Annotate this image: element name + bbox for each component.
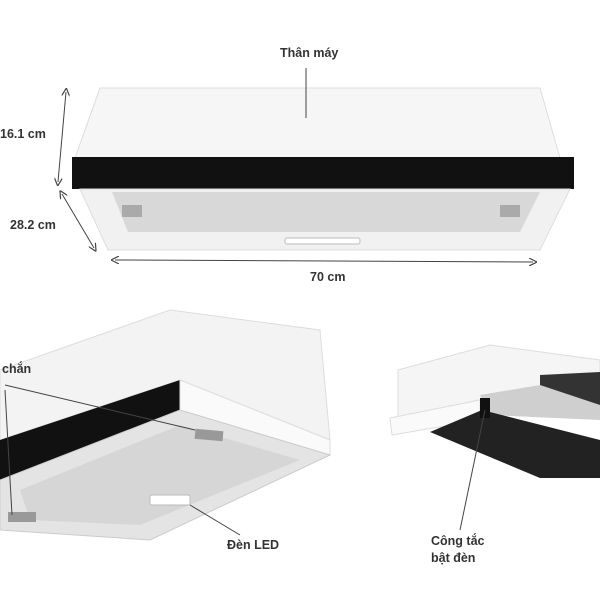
label-body: Thân máy — [280, 46, 339, 60]
glass-panel — [72, 157, 574, 189]
hood-perspective-right — [389, 344, 600, 531]
hood-front-view — [72, 68, 574, 251]
width-arrow — [115, 260, 533, 262]
label-width: 70 cm — [310, 270, 346, 284]
label-depth: 28.2 cm — [10, 218, 56, 232]
height-arrow — [58, 92, 66, 182]
depth-arrow — [62, 194, 94, 248]
hood-perspective-left — [0, 309, 332, 541]
label-height: 16.1 cm — [0, 127, 46, 141]
label-switch-line2: bật đèn — [431, 551, 476, 565]
label-panel: chắn — [2, 362, 32, 376]
label-led: Đèn LED — [227, 538, 280, 552]
label-switch-line1: Công tắc — [431, 534, 485, 548]
